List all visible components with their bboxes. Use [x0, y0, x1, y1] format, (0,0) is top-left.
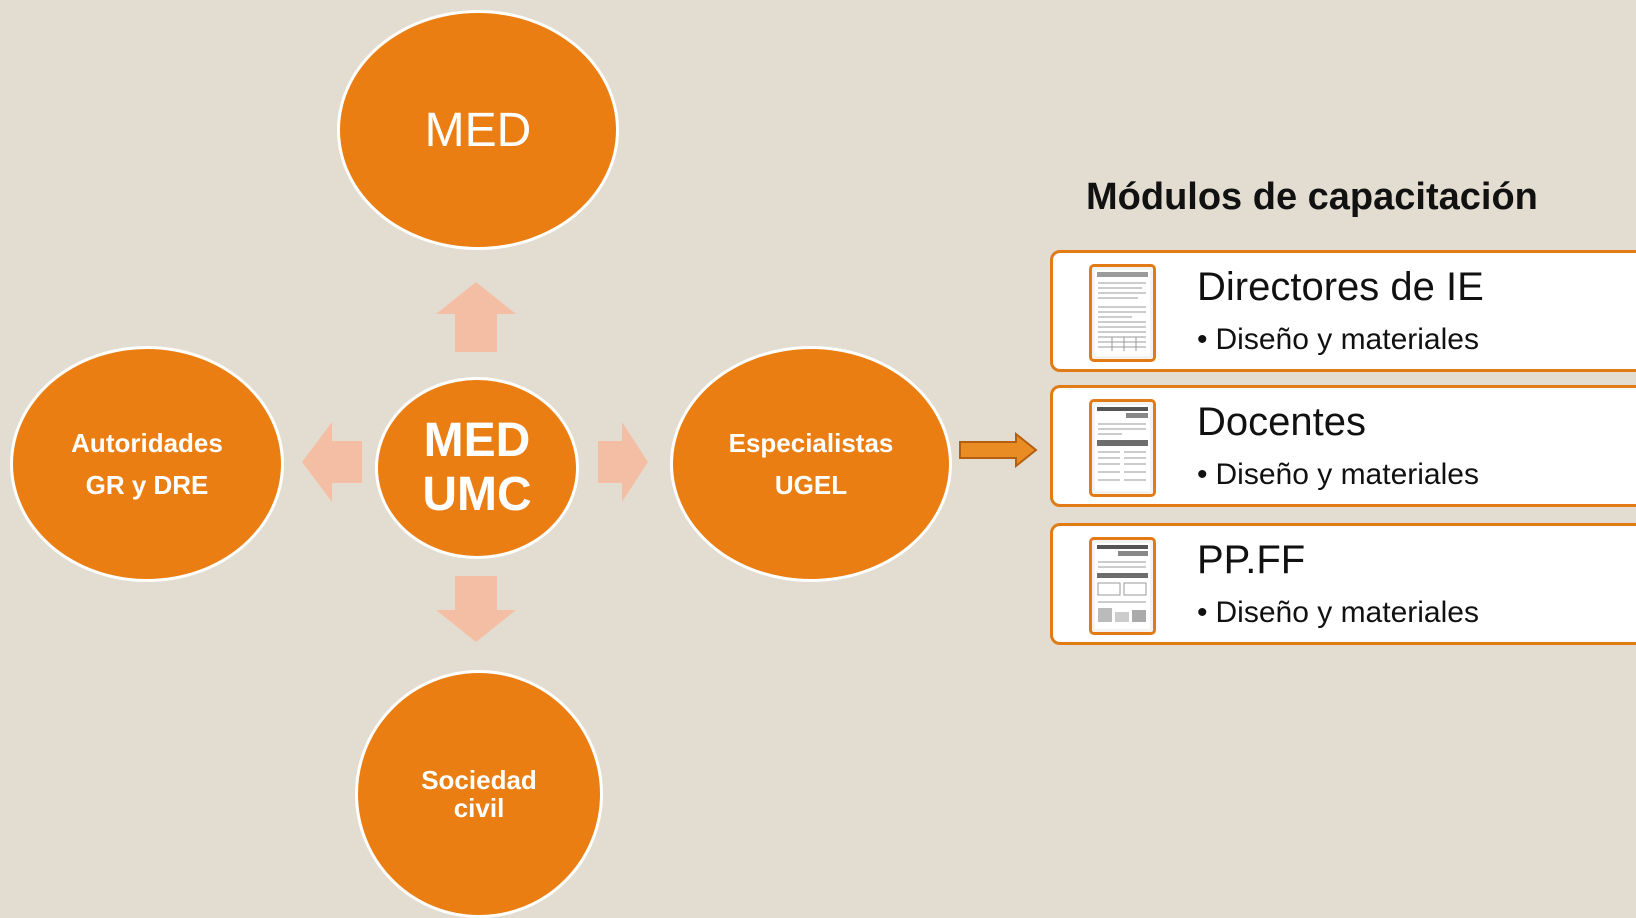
module-title: PP.FF	[1197, 538, 1306, 582]
document-thumbnail-icon	[1089, 264, 1156, 362]
node-especialistas-line2: UGEL	[774, 470, 848, 500]
node-sociedad-civil: Sociedad civil	[355, 670, 603, 918]
modules-heading: Módulos de capacitación	[1086, 176, 1538, 218]
node-autoridades: Autoridades GR y DRE	[10, 346, 284, 582]
node-autoridades-line1: Autoridades	[71, 428, 223, 458]
arrow-to-modules-icon	[959, 432, 1038, 468]
document-thumbnail-icon	[1089, 537, 1156, 635]
module-item: Docentes •Diseño y materiales	[1050, 385, 1636, 507]
arrow-left-icon	[302, 422, 362, 502]
node-sociedad-line1: Sociedad	[421, 765, 537, 795]
document-thumbnail-icon	[1089, 399, 1156, 497]
node-med-umc-center: MED UMC	[375, 377, 579, 559]
module-bullet: •Diseño y materiales	[1197, 323, 1479, 356]
node-autoridades-line2: GR y DRE	[85, 470, 209, 500]
node-especialistas-line1: Especialistas	[728, 428, 894, 458]
module-title: Docentes	[1197, 400, 1366, 444]
module-title: Directores de IE	[1197, 265, 1484, 309]
module-bullet-text: Diseño y materiales	[1215, 458, 1479, 491]
node-center-line1: MED	[423, 414, 531, 467]
arrow-right-icon	[598, 422, 648, 502]
arrow-down-icon	[436, 576, 516, 642]
node-sociedad-line2: civil	[453, 793, 505, 823]
module-item: Directores de IE •Diseño y materiales	[1050, 250, 1636, 372]
module-item: PP.FF •Diseño y materiales	[1050, 523, 1636, 645]
node-especialistas: Especialistas UGEL	[670, 346, 952, 582]
node-med-top: MED	[337, 10, 619, 250]
module-bullet-text: Diseño y materiales	[1215, 596, 1479, 629]
module-bullet-text: Diseño y materiales	[1215, 323, 1479, 356]
module-bullet: •Diseño y materiales	[1197, 458, 1479, 491]
node-center-line2: UMC	[422, 468, 532, 521]
node-med-top-label: MED	[424, 103, 532, 157]
arrow-up-icon	[436, 282, 516, 352]
module-bullet: •Diseño y materiales	[1197, 596, 1479, 629]
